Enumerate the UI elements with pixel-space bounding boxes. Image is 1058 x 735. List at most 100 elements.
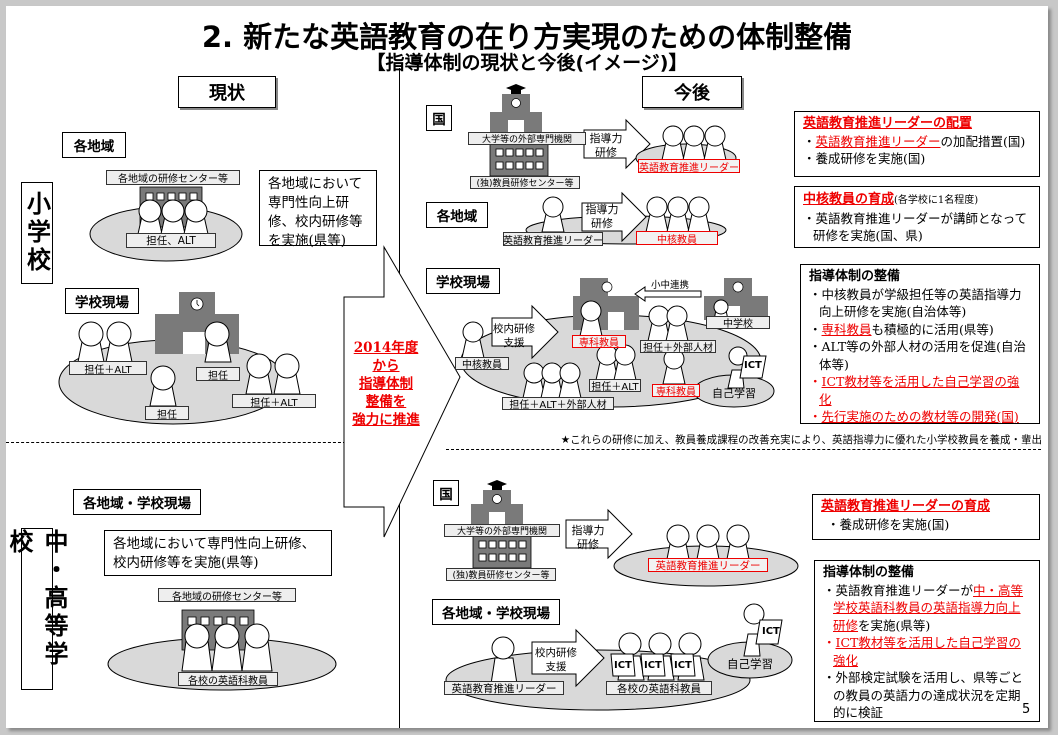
training-arrow-line: 研修 [595, 146, 617, 159]
support-arrow-label: 校内研修 支援 [534, 646, 578, 674]
training-center-tag: (独)教員研修センター等 [446, 568, 556, 581]
school-label: 学校現場 [65, 288, 139, 314]
self-study-label: 自己学習 [712, 387, 756, 400]
ict-tablet-icons [610, 619, 783, 677]
page-subtitle: 【指導体制の現状と今後(イメージ)】 [366, 52, 688, 74]
national-label: 国 [433, 480, 459, 506]
highlight-text: ICT教材等を活用した自己学習の強化 [833, 635, 1021, 668]
info-heading: 指導体制の整備 [823, 565, 915, 580]
region-leader-tag: 英語教育推進リーダー [444, 681, 564, 695]
info-text: 外部検定試験を活用し、県等ごとの教員の英語力の達成状況を定期的に検証 [833, 670, 1024, 720]
ict-label: ICT [674, 660, 692, 671]
info-heading: 英語教育推進リーダーの配置 [803, 116, 973, 131]
support-arrow-label: 校内研修 支援 [492, 322, 536, 350]
ict-label: ICT [644, 660, 662, 671]
person-icons [541, 196, 711, 233]
info-heading: 指導体制の整備 [809, 269, 901, 284]
page-title: 2. 新たな英語教育の在り方実現のための体制整備 [201, 20, 853, 54]
person-icons [137, 199, 209, 235]
highlight-text: 先行実施のための教材等の開発(国) [821, 409, 1019, 424]
person-icons [181, 623, 273, 672]
info-item: ・養成研修を実施(国) [827, 516, 950, 532]
info-item: ・ALT等の外部人材の活用を促進(自治体等) [809, 339, 1027, 372]
info-text: 英語教育推進リーダーが講師となって研修を実施(国、県) [813, 210, 1028, 244]
univ-tag: 大学等の外部専門機関 [468, 132, 586, 145]
future-header: 今後 [642, 76, 742, 108]
info-text: 養成研修を実施(国) [815, 151, 926, 166]
highlight-text: ICT教材等を活用した自己学習の強化 [819, 374, 1020, 407]
current-elem-note: 各地域において専門性向上研修、校内研修等を実施(県等) [259, 170, 377, 249]
training-arrow-line: 指導力 [571, 524, 605, 537]
info-item: ・外部検定試験を活用し、県等ごとの教員の英語力の達成状況を定期的に検証 [823, 670, 1024, 720]
info-box-leader-placement: 英語教育推進リーダーの配置 ・英語教育推進リーダーの加配措置(国) ・養成研修を… [794, 111, 1040, 177]
national-label: 国 [426, 105, 452, 131]
teachers-tag: 担任、ALT [126, 233, 216, 248]
training-center-building-icon [472, 535, 532, 569]
teachers-tag: 各校の英語科教員 [606, 681, 712, 695]
specialist-tag: 専科教員 [652, 384, 700, 398]
training-center-tag: 各地域の研修センター等 [106, 170, 240, 185]
homeroom-alt-tag: 担任＋ALT [232, 394, 316, 409]
homeroom-tag: 担任 [145, 406, 189, 421]
clock-icon [511, 98, 521, 108]
homeroom-tag: 担任 [196, 367, 240, 382]
training-arrow-line: 指導力 [585, 203, 619, 216]
info-box-sec-system: 指導体制の整備 ・英語教育推進リーダーが中・高等学校英語科教員の英語指導力向上研… [814, 560, 1040, 722]
training-center-tag: (独)教員研修センター等 [470, 176, 580, 189]
clock-icon [601, 281, 613, 293]
teachers-tag: 各校の英語科教員 [178, 672, 278, 687]
footnote: ★これらの研修に加え、教員養成課程の改善充実により、英語指導力に優れた小学校教員… [560, 434, 1042, 446]
current-header: 現状 [178, 76, 276, 108]
training-arrow-label: 指導力 研修 [582, 203, 622, 231]
info-item: ・先行実施のための教材等の開発(国) [809, 409, 1019, 424]
highlight-text: 英語教育推進リーダー [815, 133, 941, 149]
info-heading: 中核教員の育成 [803, 192, 895, 207]
person-icons [461, 300, 748, 399]
info-item: ・英語教育推進リーダーの加配措置(国) [803, 133, 1026, 149]
support-arrow-line: 支援 [503, 337, 525, 349]
info-text: ALT等の外部人材の活用を促進(自治体等) [819, 339, 1027, 372]
center-arrow-line: 2014年度 [353, 340, 419, 356]
current-sec-note: 各地域において専門性向上研修、校内研修等を実施(県等) [104, 530, 332, 576]
training-center-building-icon [489, 143, 549, 177]
future-sec-region-illustration [445, 603, 793, 711]
center-arrow-line: 強力に推進 [352, 412, 420, 428]
highlight-text: 中・高等学校英語科教員の英語指導力向上研修 [833, 582, 1024, 633]
support-arrow-shape [531, 628, 605, 688]
info-item: ・英語教育推進リーダーが中・高等学校英語科教員の英語指導力向上研修を実施(県等) [823, 582, 1024, 633]
training-arrow-line: 指導力 [589, 132, 623, 145]
region-school-label: 各地域・学校現場 [73, 489, 201, 515]
region-label: 各地域 [426, 202, 488, 228]
training-arrow-shape [565, 508, 633, 560]
center-arrow-text: 2014年度 から 指導体制 整備を 強力に推進 [346, 339, 426, 429]
current-elem-school-illustration [58, 292, 301, 425]
leader-tag: 英語教育推進リーダー [638, 159, 740, 174]
ict-label: ICT [614, 660, 632, 671]
info-text: 養成研修を実施(国) [839, 516, 950, 532]
page-number: 5 [1022, 702, 1031, 717]
horizontal-dashed-divider-left [6, 442, 346, 443]
current-sec-illustration [107, 609, 337, 691]
center-arrow-shape [343, 245, 461, 538]
info-box-core-training: 中核教員の育成(各学校に1名程度) ・英語教育推進リーダーが講師となって研修を実… [794, 186, 1040, 248]
link-label: 小中連携 [650, 279, 689, 291]
univ-tag: 大学等の外部専門機関 [444, 524, 560, 537]
support-arrow-shape [491, 304, 559, 360]
info-text: の加配措置(国) [940, 133, 1026, 149]
all-staff-tag: 担任＋ALT＋外部人材 [502, 397, 614, 411]
training-arrow-shape [581, 191, 647, 243]
info-item: ・ICT教材等を活用した自己学習の強化 [823, 635, 1021, 668]
ict-tablet-icon [739, 355, 767, 379]
junior-high-tag: 中学校 [706, 316, 770, 330]
support-arrow-line: 支援 [545, 661, 567, 673]
training-center-tag: 各地域の研修センター等 [158, 588, 296, 603]
school-label: 学校現場 [426, 268, 500, 294]
homeroom-external-tag: 担任＋外部人材 [640, 340, 716, 354]
core-teacher-tag: 中核教員 [636, 231, 718, 246]
info-item: ・中核教員が学級担任等の英語指導力向上研修を実施(自治体等) [809, 286, 1022, 320]
highlight-text: 専科教員 [821, 321, 872, 337]
center-arrow-line: 整備を [365, 394, 407, 410]
specialist-tag: 専科教員 [572, 335, 626, 349]
info-item: ・養成研修を実施(国) [803, 151, 926, 166]
info-item: ・ICT教材等を活用した自己学習の強化 [809, 374, 1020, 407]
